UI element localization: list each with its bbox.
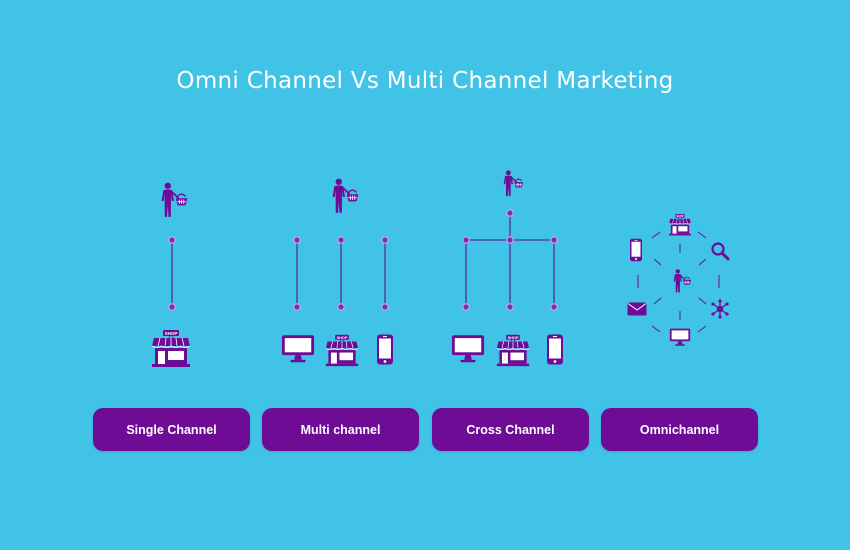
phone-icon <box>547 334 563 365</box>
omni-connectors <box>637 231 720 333</box>
node <box>550 236 558 244</box>
node <box>293 236 301 244</box>
node <box>550 303 558 311</box>
node <box>337 236 345 244</box>
shop-icon <box>325 334 359 367</box>
node <box>506 209 514 217</box>
node <box>168 303 176 311</box>
multi-channel-label: Multi channel <box>262 408 419 451</box>
phone-icon <box>377 334 393 365</box>
omnichannel-label: Omnichannel <box>601 408 758 451</box>
page-title: Omni Channel Vs Multi Channel Marketing <box>176 68 674 94</box>
monitor-icon <box>281 335 315 363</box>
connector-lines <box>171 213 555 307</box>
phone-icon <box>630 238 642 262</box>
shop-icon <box>496 334 530 367</box>
node <box>293 303 301 311</box>
shopper-icon <box>160 182 189 218</box>
shop-icon <box>668 213 692 236</box>
node <box>337 303 345 311</box>
shopper-icon <box>502 170 524 197</box>
shop-icon <box>151 329 191 368</box>
node <box>462 303 470 311</box>
shopper-icon <box>331 178 360 214</box>
node <box>381 303 389 311</box>
node <box>506 303 514 311</box>
connector-nodes <box>168 209 558 311</box>
node <box>506 236 514 244</box>
node <box>168 236 176 244</box>
monitor-icon <box>451 335 485 363</box>
email-icon <box>627 302 647 316</box>
node <box>381 236 389 244</box>
shopper-icon <box>672 269 692 293</box>
single-channel-label: Single Channel <box>93 408 250 451</box>
node <box>462 236 470 244</box>
monitor-icon <box>669 328 691 346</box>
cross-channel-label: Cross Channel <box>432 408 589 451</box>
search-icon <box>711 242 730 261</box>
network-icon <box>710 299 730 319</box>
